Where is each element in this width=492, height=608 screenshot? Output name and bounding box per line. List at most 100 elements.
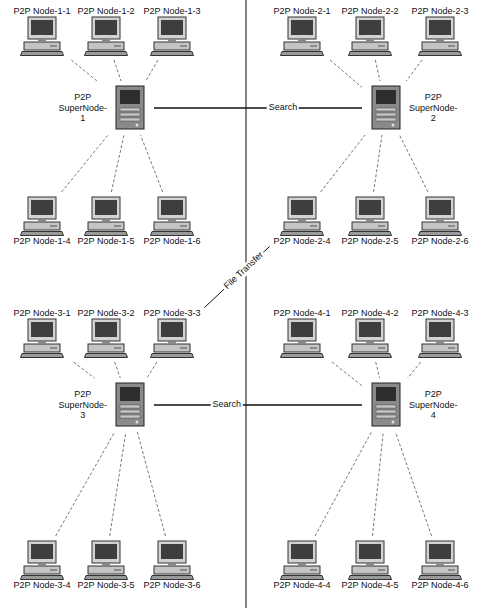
node-label: P2P Node-4-4 [274,580,331,590]
computer-icon [280,540,324,580]
node-label: P2P Node-3-2 [78,308,135,318]
server-icon [366,85,406,131]
node-label: P2P Node-4-2 [342,308,399,318]
membership-link [114,60,121,81]
peer-node: P2P Node-1-1 [13,5,72,57]
peer-node: P2P Node-3-6 [143,539,202,591]
computer-icon [280,196,324,236]
membership-link [375,60,380,81]
node-label: P2P Node-3-1 [14,308,71,318]
node-label: P2P Node-3-4 [14,580,71,590]
membership-link [115,362,121,378]
membership-link [147,362,157,378]
node-label: P2P SuperNode-4 [409,389,458,420]
node-label: P2P Node-1-6 [144,236,201,246]
edge-label: File Transfer [220,249,266,293]
peer-node: P2P Node-3-4 [13,539,72,591]
computer-icon [150,540,194,580]
membership-link [408,362,421,378]
node-label: P2P Node-3-6 [144,580,201,590]
peer-node: P2P Node-2-2 [341,5,400,57]
membership-link [71,60,97,81]
peer-node: P2P Node-3-1 [13,307,72,359]
computer-icon [348,540,392,580]
node-label: P2P Node-1-5 [78,236,135,246]
node-label: P2P SuperNode-2 [409,92,458,123]
server-icon [110,382,150,428]
node-label: P2P Node-1-3 [144,6,201,16]
node-label: P2P Node-2-6 [412,236,469,246]
computer-icon [84,196,128,236]
membership-link [146,60,158,81]
computer-icon [418,540,462,580]
node-label: P2P Node-4-1 [274,308,331,318]
peer-node: P2P Node-4-5 [341,539,400,591]
computer-icon [84,540,128,580]
computer-icon [280,16,324,56]
quadrant-divider [245,0,246,608]
computer-icon [348,318,392,358]
node-label: P2P Node-2-1 [274,6,331,16]
peer-node: P2P Node-4-6 [411,539,470,591]
node-label: P2P Node-1-1 [14,6,71,16]
computer-icon [348,16,392,56]
membership-link [137,432,165,536]
node-label: P2P Node-2-2 [342,6,399,16]
membership-link [74,362,95,378]
peer-node: P2P Node-2-4 [273,195,332,247]
peer-node: P2P Node-2-1 [273,5,332,57]
membership-link [372,432,383,536]
membership-link [376,362,380,378]
peer-node: P2P Node-1-3 [143,5,202,57]
membership-link [400,135,429,192]
membership-link [332,362,362,386]
peer-node: P2P Node-2-6 [411,195,470,247]
peer-node: P2P Node-4-3 [411,307,470,359]
computer-icon [20,540,64,580]
computer-icon [20,16,64,56]
computer-icon [280,318,324,358]
search-link [154,107,362,109]
node-label: P2P Node-4-3 [412,308,469,318]
node-label: P2P Node-2-5 [342,236,399,246]
transfer-link [204,246,269,307]
peer-node: P2P Node-1-6 [143,195,202,247]
membership-link [395,432,431,536]
computer-icon [150,318,194,358]
node-label: P2P SuperNode-3 [58,389,107,420]
computer-icon [418,16,462,56]
node-label: P2P Node-1-2 [78,6,135,16]
peer-node: P2P Node-1-5 [77,195,136,247]
peer-node: P2P Node-4-1 [273,307,332,359]
membership-link [141,135,163,192]
membership-link [321,135,365,192]
node-label: P2P Node-4-5 [342,580,399,590]
node-label: P2P SuperNode-1 [58,92,107,123]
membership-link [110,432,126,536]
peer-node: P2P Node-3-2 [77,307,136,359]
peer-node: P2P Node-4-2 [341,307,400,359]
node-label: P2P Node-4-6 [412,580,469,590]
computer-icon [348,196,392,236]
node-label: P2P Node-1-4 [14,236,71,246]
computer-icon [418,318,462,358]
peer-node: P2P Node-4-4 [273,539,332,591]
computer-icon [150,196,194,236]
supernode: P2P SuperNode-4 [365,381,459,429]
membership-link [406,60,422,81]
supernode: P2P SuperNode-1 [57,84,151,132]
computer-icon [20,196,64,236]
node-label: P2P Node-3-5 [78,580,135,590]
computer-icon [84,16,128,56]
computer-icon [20,318,64,358]
supernode: P2P SuperNode-2 [365,84,459,132]
search-link [154,404,362,406]
peer-node: P2P Node-2-5 [341,195,400,247]
peer-node: P2P Node-1-2 [77,5,136,57]
node-label: P2P Node-2-3 [412,6,469,16]
membership-link [315,432,371,536]
membership-link [374,135,382,192]
